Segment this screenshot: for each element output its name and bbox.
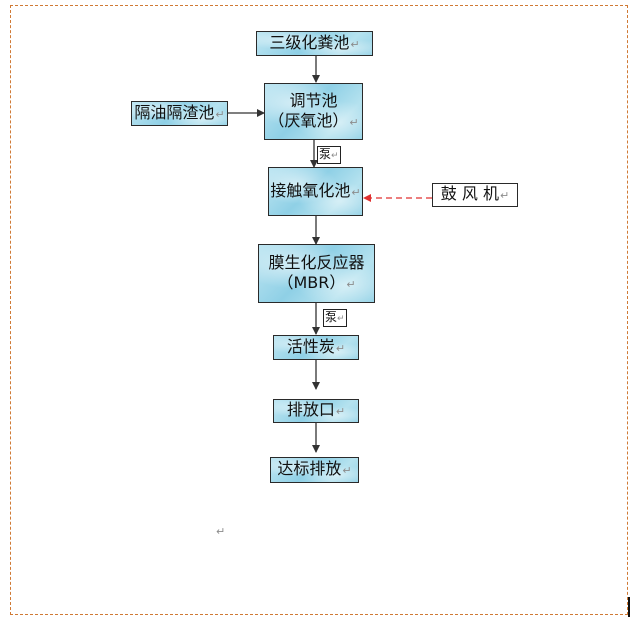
contact-oxidation-label: 接触氧化池 bbox=[270, 180, 351, 200]
paragraph-mark-icon: ↵ bbox=[337, 314, 345, 324]
septic-tank-label: 三级化粪池 bbox=[269, 32, 350, 52]
activated-carbon-box: 活性炭↵ bbox=[273, 335, 359, 360]
grease-trap-label: 隔油隔渣池 bbox=[134, 102, 215, 122]
grease-trap-box: 隔油隔渣池↵ bbox=[131, 101, 228, 126]
equalization-tank-box: 调节池 （厌氧池）↵ bbox=[264, 83, 363, 140]
paragraph-mark-icon: ↵ bbox=[351, 185, 361, 199]
outlet-label: 排放口 bbox=[286, 400, 335, 419]
paragraph-mark-icon: ↵ bbox=[331, 151, 339, 161]
equalization-tank-sublabel: （厌氧池） bbox=[268, 110, 349, 130]
compliant-discharge-box: 达标排放↵ bbox=[270, 457, 359, 483]
pump-label-text: 泵 bbox=[319, 147, 332, 161]
paragraph-mark-icon: ↵ bbox=[499, 189, 510, 202]
paragraph-mark-icon: ↵ bbox=[342, 464, 352, 477]
paragraph-mark-icon: ↵ bbox=[215, 107, 225, 121]
contact-oxidation-tank-box: 接触氧化池↵ bbox=[268, 167, 363, 216]
page-border bbox=[10, 5, 628, 615]
outlet-box: 排放口↵ bbox=[273, 399, 359, 423]
mbr-reactor-sublabel: （MBR） bbox=[277, 272, 346, 292]
paragraph-mark-icon: ↵ bbox=[346, 277, 356, 291]
mbr-reactor-label: 膜生化反应器 bbox=[268, 252, 365, 272]
paragraph-mark-icon: ↵ bbox=[349, 115, 359, 129]
paragraph-mark-icon: ↵ bbox=[335, 405, 346, 418]
blower-box: 鼓 风 机↵ bbox=[432, 183, 518, 207]
pump-label-text: 泵 bbox=[325, 310, 338, 324]
blower-label: 鼓 风 机 bbox=[440, 184, 499, 203]
activated-carbon-label: 活性炭 bbox=[286, 336, 335, 356]
compliant-discharge-label: 达标排放 bbox=[277, 459, 342, 478]
septic-tank-box: 三级化粪池↵ bbox=[256, 31, 373, 56]
pump-label-2: 泵↵ bbox=[323, 309, 347, 327]
mbr-reactor-box: 膜生化反应器 （MBR）↵ bbox=[258, 244, 375, 303]
paragraph-mark-icon: ↵ bbox=[335, 341, 346, 355]
text-cursor bbox=[628, 597, 630, 617]
pump-label-1: 泵↵ bbox=[317, 146, 341, 164]
paragraph-mark-icon: ↵ bbox=[216, 525, 226, 538]
paragraph-mark-icon: ↵ bbox=[350, 37, 360, 51]
equalization-tank-label: 调节池 bbox=[289, 90, 338, 110]
